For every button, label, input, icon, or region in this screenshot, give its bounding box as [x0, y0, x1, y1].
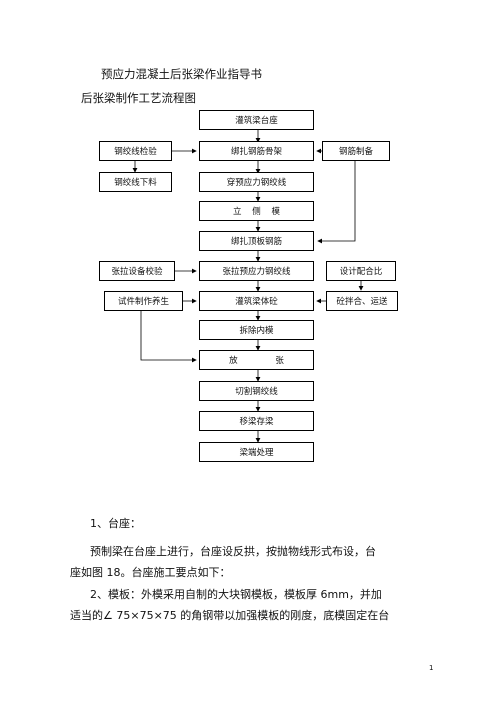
paragraph-line: 预制梁在台座上进行，台座设反拱，按抛物线形式布设，台	[90, 545, 376, 558]
flow-step-cut-strand: 切割钢绞线	[199, 381, 314, 401]
flow-step-move-store-beam: 移梁存梁	[199, 411, 314, 431]
arrow-r1-s5	[317, 161, 356, 244]
document-title: 预应力混凝土后张梁作业指导书	[101, 67, 262, 81]
flow-step-pour-pedestal: 灌筑梁台座	[199, 110, 314, 130]
flow-step-tie-rebar-cage: 绑扎钢筋骨架	[199, 141, 314, 161]
flow-step-pour-concrete: 灌筑梁体砼	[199, 291, 314, 311]
flow-right-mix-design: 设计配合比	[326, 261, 396, 281]
paragraph-line: 2、模板：外模采用自制的大块钢模板，模板厚 6mm，并加	[90, 588, 382, 601]
flow-step-release-tension: 放 张	[199, 350, 314, 370]
flow-left-strand-cutting: 钢绞线下料	[99, 172, 172, 192]
paragraph-line: 座如图 18。台座施工要点如下：	[70, 566, 231, 579]
flow-right-concrete-mixing-transport: 砼拌合、运送	[326, 291, 398, 311]
flow-left-strand-inspection: 钢绞线检验	[99, 141, 172, 161]
flow-step-thread-strand: 穿预应力钢绞线	[199, 172, 314, 192]
flow-step-side-formwork: 立 侧 模	[199, 201, 314, 221]
flow-left-specimen-curing: 试件制作养生	[104, 291, 183, 311]
page-number: 1	[429, 664, 434, 672]
flow-right-rebar-preparation: 钢筋制备	[322, 141, 390, 161]
flow-left-tension-equipment-calibration: 张拉设备校验	[99, 261, 175, 281]
arrow-l4-s9	[140, 311, 197, 363]
flow-step-beam-end-treatment: 梁端处理	[199, 442, 314, 462]
flowchart-title: 后张梁制作工艺流程图	[81, 91, 196, 105]
flow-step-remove-inner-form: 拆除内模	[199, 320, 314, 340]
section-heading: 1、台座：	[90, 517, 141, 530]
flow-step-tension-strand: 张拉预应力钢绞线	[199, 261, 314, 281]
paragraph-line: 适当的∠ 75×75×75 的角钢带以加强模板的刚度，底模固定在台	[70, 609, 390, 622]
flow-step-top-slab-rebar: 绑扎顶板钢筋	[199, 231, 314, 251]
